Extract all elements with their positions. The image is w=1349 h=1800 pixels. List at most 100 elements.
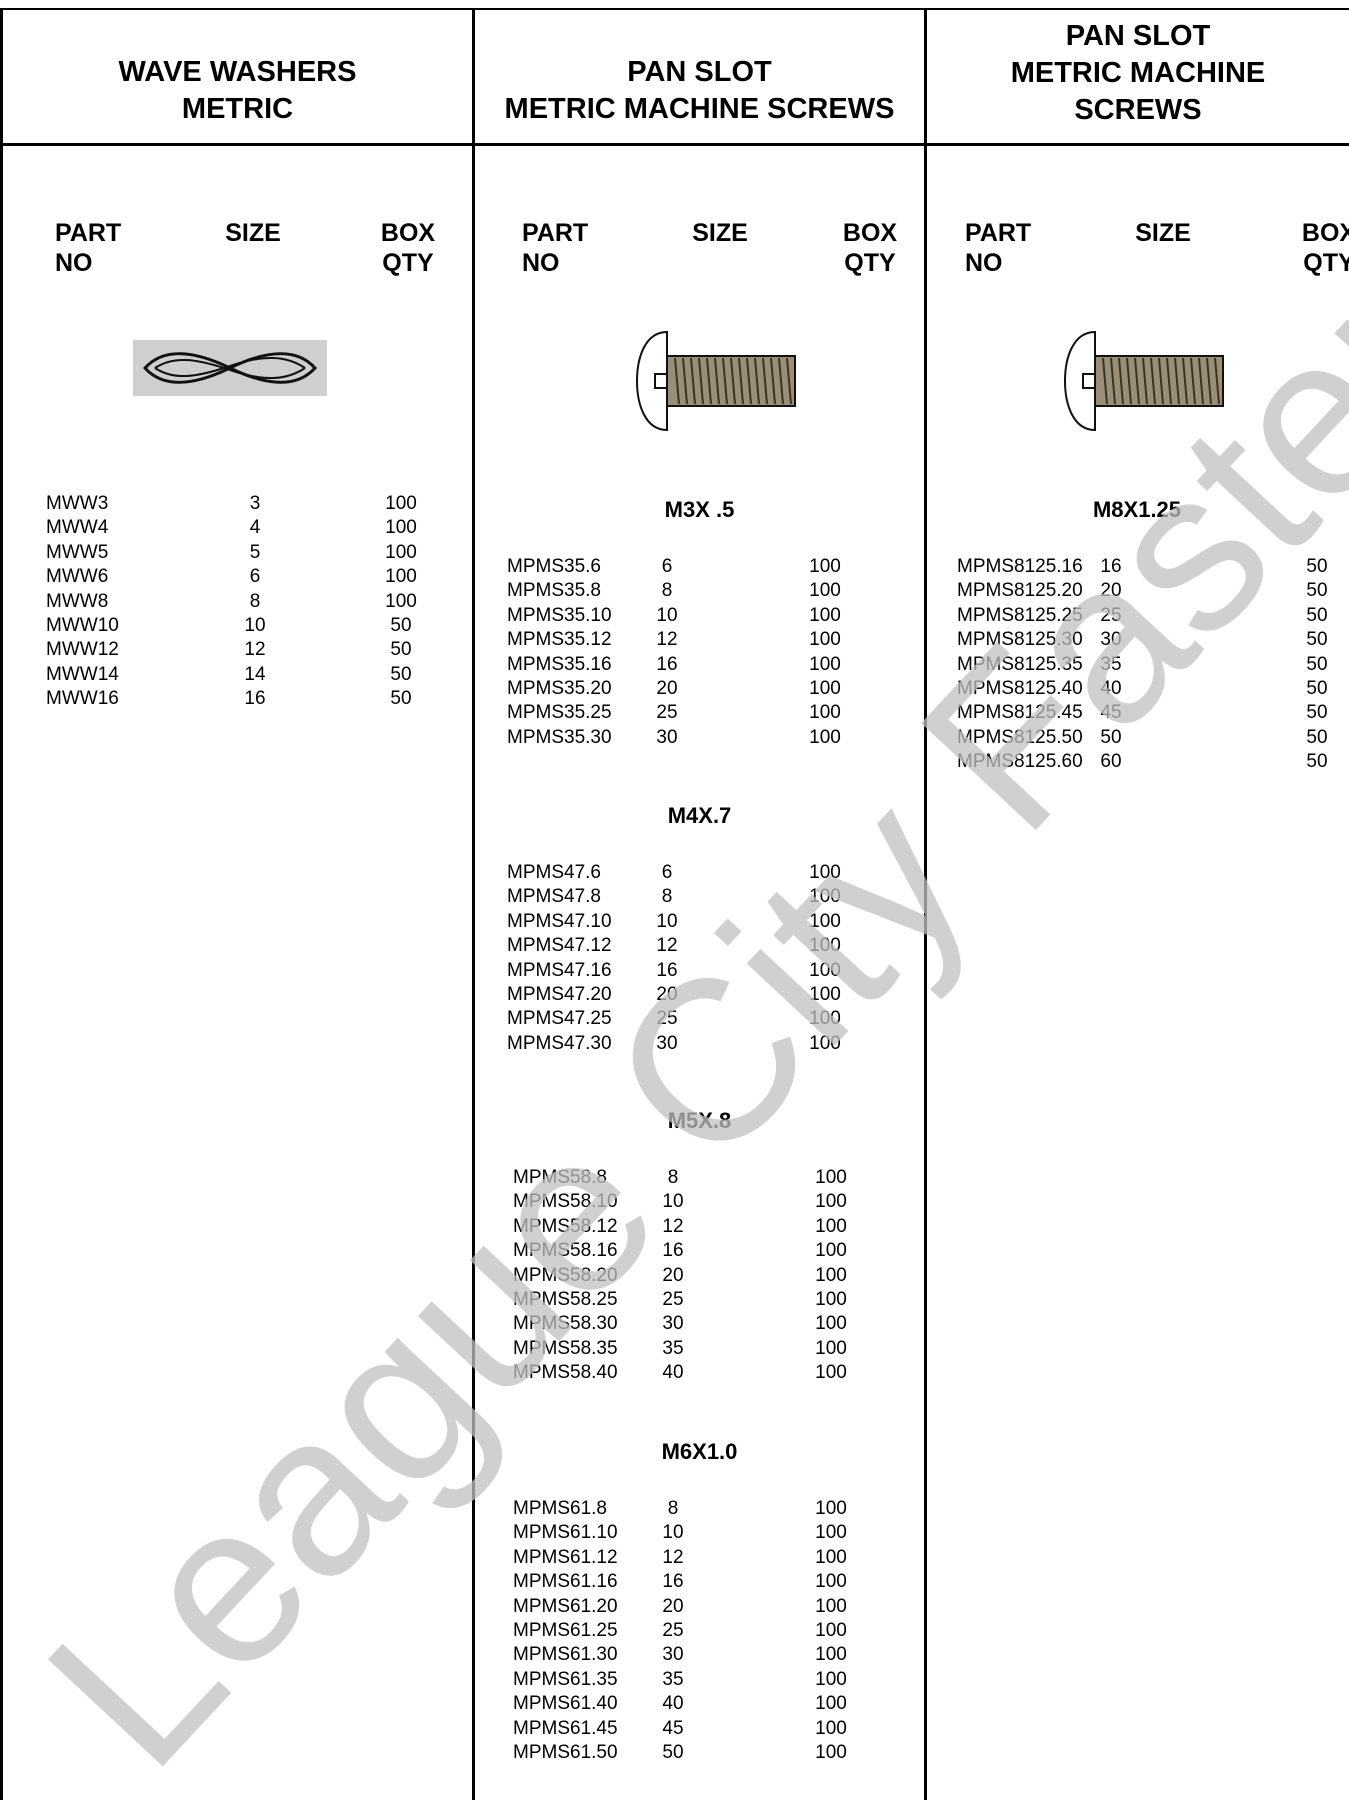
- part-no-cell: MWW12: [46, 639, 119, 661]
- part-no-cell: MPMS35.8: [507, 580, 601, 602]
- box-qty-cell: 100: [815, 1337, 847, 1359]
- pan-slot-screw-icon: [633, 328, 803, 439]
- size-cell: 25: [1100, 604, 1122, 626]
- part-no-cell: MWW4: [46, 517, 109, 539]
- box-qty-cell: 100: [385, 493, 417, 514]
- size-cell: 4: [249, 517, 261, 539]
- part-no-cell: MPMS8125.40: [957, 677, 1083, 699]
- title-line: WAVE WASHERS: [118, 56, 357, 88]
- size-group-label: M3X .5: [664, 497, 735, 522]
- part-no-cell: MPMS8125.35: [957, 653, 1083, 675]
- size-cell: 20: [662, 1595, 684, 1617]
- box-qty-cell: 100: [815, 1717, 847, 1739]
- size-cell: 3: [249, 493, 261, 514]
- column-wave-washers: WAVE WASHERS METRIC PART NO SIZE BOX QTY…: [3, 0, 472, 1800]
- box-qty-cell: 100: [815, 1215, 847, 1237]
- box-qty-cell: 100: [809, 886, 841, 908]
- column-title: WAVE WASHERS METRIC: [3, 54, 472, 128]
- part-no-cell: MPMS61.35: [513, 1668, 618, 1690]
- box-qty-cell: 50: [1306, 604, 1328, 626]
- box-qty-cell: 100: [815, 1741, 847, 1763]
- box-qty-cell: 100: [815, 1571, 847, 1593]
- size-cell: 25: [656, 702, 678, 724]
- size-cell: 50: [1100, 726, 1122, 748]
- title-line: METRIC MACHINE: [1010, 57, 1266, 89]
- size-cell: 8: [249, 590, 261, 612]
- box-qty-cell: 100: [809, 726, 841, 748]
- size-cell: 8: [667, 1167, 679, 1188]
- size-cell: 20: [1100, 580, 1122, 602]
- header-box-qty: BOX QTY: [842, 219, 898, 277]
- box-qty-cell: 100: [815, 1191, 847, 1213]
- part-no-cell: MPMS47.6: [507, 862, 601, 883]
- top-border: [0, 8, 1349, 10]
- part-no-cell: MPMS58.20: [513, 1264, 618, 1286]
- size-cell: 12: [662, 1546, 684, 1568]
- size-cell: 12: [656, 629, 678, 651]
- part-no-cell: MPMS47.20: [507, 983, 612, 1005]
- part-no-cell: MPMS61.10: [513, 1522, 618, 1544]
- part-no-cell: MPMS58.30: [513, 1313, 618, 1335]
- part-no-cell: MPMS8125.45: [957, 702, 1083, 724]
- wave-washer-icon: [133, 340, 327, 401]
- size-cell: 8: [661, 580, 673, 602]
- part-no-cell: MPMS58.35: [513, 1337, 618, 1359]
- box-qty-cell: 100: [815, 1498, 847, 1519]
- part-no-cell: MPMS61.45: [513, 1717, 618, 1739]
- size-cell: 40: [1100, 677, 1122, 699]
- box-qty-cell: 50: [390, 663, 412, 685]
- size-cell: 20: [656, 983, 678, 1005]
- header-part-no: PART NO: [965, 219, 1032, 277]
- column-title: PAN SLOT METRIC MACHINE SCREWS: [927, 18, 1349, 129]
- size-cell: 6: [661, 556, 673, 577]
- size-cell: 10: [662, 1191, 684, 1213]
- box-qty-cell: 50: [1306, 726, 1328, 748]
- box-qty-cell: 50: [1306, 751, 1328, 773]
- size-cell: 12: [656, 935, 678, 957]
- part-no-cell: MPMS61.20: [513, 1595, 618, 1617]
- box-qty-cell: 100: [815, 1595, 847, 1617]
- size-cell: 8: [661, 886, 673, 908]
- column-divider-2: [924, 8, 927, 1800]
- part-no-cell: MPMS8125.25: [957, 604, 1083, 626]
- column-title: PAN SLOT METRIC MACHINE SCREWS: [475, 54, 924, 128]
- left-border: [0, 8, 3, 1800]
- part-no-cell: MPMS58.40: [513, 1362, 618, 1384]
- pan-slot-screw-icon: [1061, 328, 1231, 439]
- size-cell: 10: [656, 910, 678, 932]
- part-no-cell: MPMS35.16: [507, 653, 612, 675]
- box-qty-cell: 100: [809, 556, 841, 577]
- part-no-cell: MPMS35.6: [507, 556, 601, 577]
- box-qty-cell: 50: [1306, 580, 1328, 602]
- header-size: SIZE: [692, 219, 748, 247]
- box-qty-cell: 100: [809, 959, 841, 981]
- part-no-cell: MWW14: [46, 663, 119, 685]
- part-no-cell: MPMS58.10: [513, 1191, 618, 1213]
- box-qty-cell: 50: [390, 614, 412, 636]
- size-cell: 50: [662, 1741, 684, 1763]
- list-item: MPMS58.10 10 100: [475, 1190, 924, 1214]
- header-size: SIZE: [1135, 219, 1191, 247]
- size-cell: 8: [667, 1498, 679, 1519]
- part-no-cell: MPMS35.20: [507, 677, 612, 699]
